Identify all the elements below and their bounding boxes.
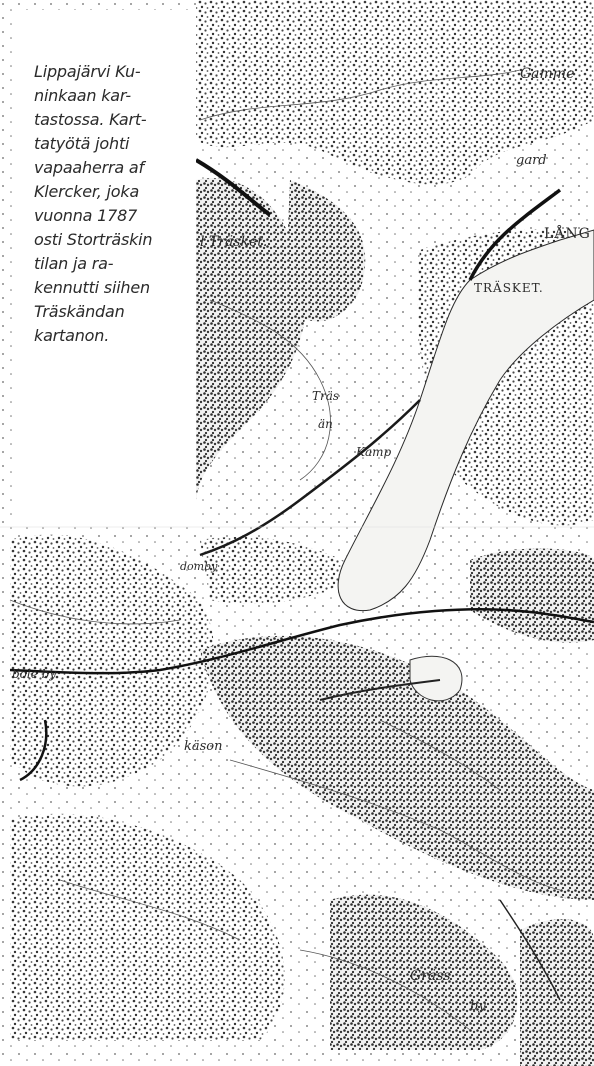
caption-line: Lippajärvi Ku- xyxy=(34,62,141,81)
label-gard: gard xyxy=(516,153,547,168)
caption-line: osti Storträskin xyxy=(34,230,153,249)
forest-areas xyxy=(10,0,594,1066)
label-lang: LÅNG xyxy=(544,224,591,242)
label-kason: käson xyxy=(184,739,223,754)
label-grass: Gräss xyxy=(410,968,451,984)
map-labels: Gamme gard l Träsket. LÅNG TRÄSKET. Träs… xyxy=(12,66,591,1014)
rivers xyxy=(9,158,594,1001)
label-gammel: Gamme xyxy=(520,66,574,82)
label-tras: Träs xyxy=(312,389,339,403)
caption-line: vuonna 1787 xyxy=(34,206,138,225)
lake xyxy=(337,229,594,612)
paths xyxy=(9,69,561,1031)
caption-line: Klercker, joka xyxy=(34,182,140,201)
label-an: än xyxy=(318,417,333,431)
caption-line: ninkaan kar- xyxy=(34,86,131,105)
label-kamp: Kamp xyxy=(355,445,391,459)
label-bole-by: bole by xyxy=(12,667,56,681)
caption-line: vapaaherra af xyxy=(34,158,144,177)
caption-line: kartanon. xyxy=(34,326,110,345)
caption-line: Träskändan xyxy=(34,302,125,321)
label-trasket-left: l Träsket. xyxy=(200,234,267,250)
caption-line: tastossa. Kart- xyxy=(34,110,147,129)
label-trasket: TRÄSKET. xyxy=(474,279,544,295)
caption-line: kennutti siihen xyxy=(34,278,150,297)
caption-panel xyxy=(12,10,196,526)
small-lake xyxy=(409,655,463,702)
caption-line: tilan ja ra- xyxy=(34,254,114,273)
label-domby: domby xyxy=(180,560,218,573)
label-by: by xyxy=(470,999,486,1014)
caption-line: tatyötä johti xyxy=(34,134,130,153)
map-caption: Lippajärvi Ku- ninkaan kar- tastossa. Ka… xyxy=(34,60,189,348)
